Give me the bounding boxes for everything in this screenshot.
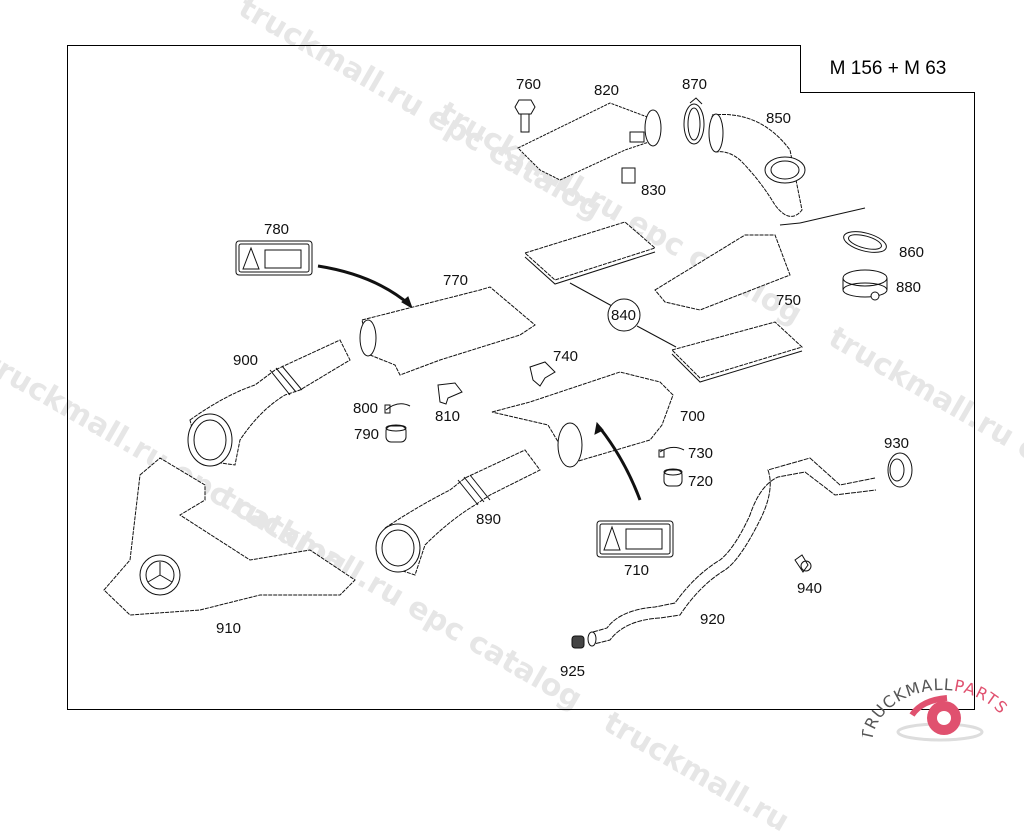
part-label[interactable]: 760 <box>516 77 541 92</box>
part-label[interactable]: 700 <box>680 409 705 424</box>
lower-housing-770[interactable] <box>360 287 535 375</box>
bracket-810[interactable] <box>438 383 462 404</box>
logo-text-accent: PARTS <box>953 676 1012 718</box>
grommet-930[interactable] <box>888 453 912 487</box>
part-label[interactable]: 940 <box>797 581 822 596</box>
filter-housing-750[interactable] <box>655 208 865 310</box>
bushing-790[interactable] <box>386 425 406 442</box>
clip-800[interactable] <box>385 404 410 413</box>
part-label[interactable]: 860 <box>899 245 924 260</box>
air-duct-900[interactable] <box>188 340 350 466</box>
bracket-740[interactable] <box>530 362 555 386</box>
part-label[interactable]: 790 <box>354 427 379 442</box>
intake-elbow-850[interactable] <box>709 114 805 216</box>
leader-840b <box>637 326 676 347</box>
bushing-720[interactable] <box>664 469 682 486</box>
part-label[interactable]: 830 <box>641 183 666 198</box>
truckmall-parts-logo: TRUCKMALLPARTS <box>862 660 1022 750</box>
air-duct-890[interactable] <box>376 450 540 575</box>
warning-decal-710[interactable] <box>597 521 673 557</box>
part-label[interactable]: 870 <box>682 77 707 92</box>
part-label[interactable]: 890 <box>476 512 501 527</box>
filter-element-840b[interactable] <box>672 322 802 382</box>
filter-element-840a[interactable] <box>525 222 655 284</box>
part-label[interactable]: 880 <box>896 280 921 295</box>
warning-decal-780[interactable] <box>236 241 312 275</box>
resonator-820[interactable] <box>518 103 661 180</box>
plug-925[interactable] <box>572 636 584 648</box>
part-label[interactable]: 920 <box>700 612 725 627</box>
part-label[interactable]: 740 <box>553 349 578 364</box>
bolt-760[interactable] <box>515 100 535 132</box>
arrow-780 <box>318 266 410 305</box>
part-label[interactable]: 925 <box>560 664 585 679</box>
part-label[interactable]: 710 <box>624 563 649 578</box>
part-label[interactable]: 840 <box>611 308 636 323</box>
leader-840a <box>570 283 612 306</box>
cap-830[interactable] <box>622 168 635 183</box>
part-label[interactable]: 810 <box>435 409 460 424</box>
engine-cover-910[interactable] <box>104 458 355 615</box>
clip-730[interactable] <box>659 447 684 457</box>
part-label[interactable]: 720 <box>688 474 713 489</box>
part-label[interactable]: 930 <box>884 436 909 451</box>
part-label[interactable]: 850 <box>766 111 791 126</box>
clamp-870[interactable] <box>684 98 704 144</box>
clip-940[interactable] <box>795 555 811 572</box>
part-label[interactable]: 910 <box>216 621 241 636</box>
part-label[interactable]: 750 <box>776 293 801 308</box>
clamp-880[interactable] <box>843 270 887 300</box>
part-label[interactable]: 820 <box>594 83 619 98</box>
part-label[interactable]: 900 <box>233 353 258 368</box>
part-label[interactable]: 770 <box>443 273 468 288</box>
parts-drawing <box>0 0 1024 750</box>
seal-860[interactable] <box>841 228 888 257</box>
part-label[interactable]: 780 <box>264 222 289 237</box>
part-label[interactable]: 730 <box>688 446 713 461</box>
part-label[interactable]: 800 <box>353 401 378 416</box>
